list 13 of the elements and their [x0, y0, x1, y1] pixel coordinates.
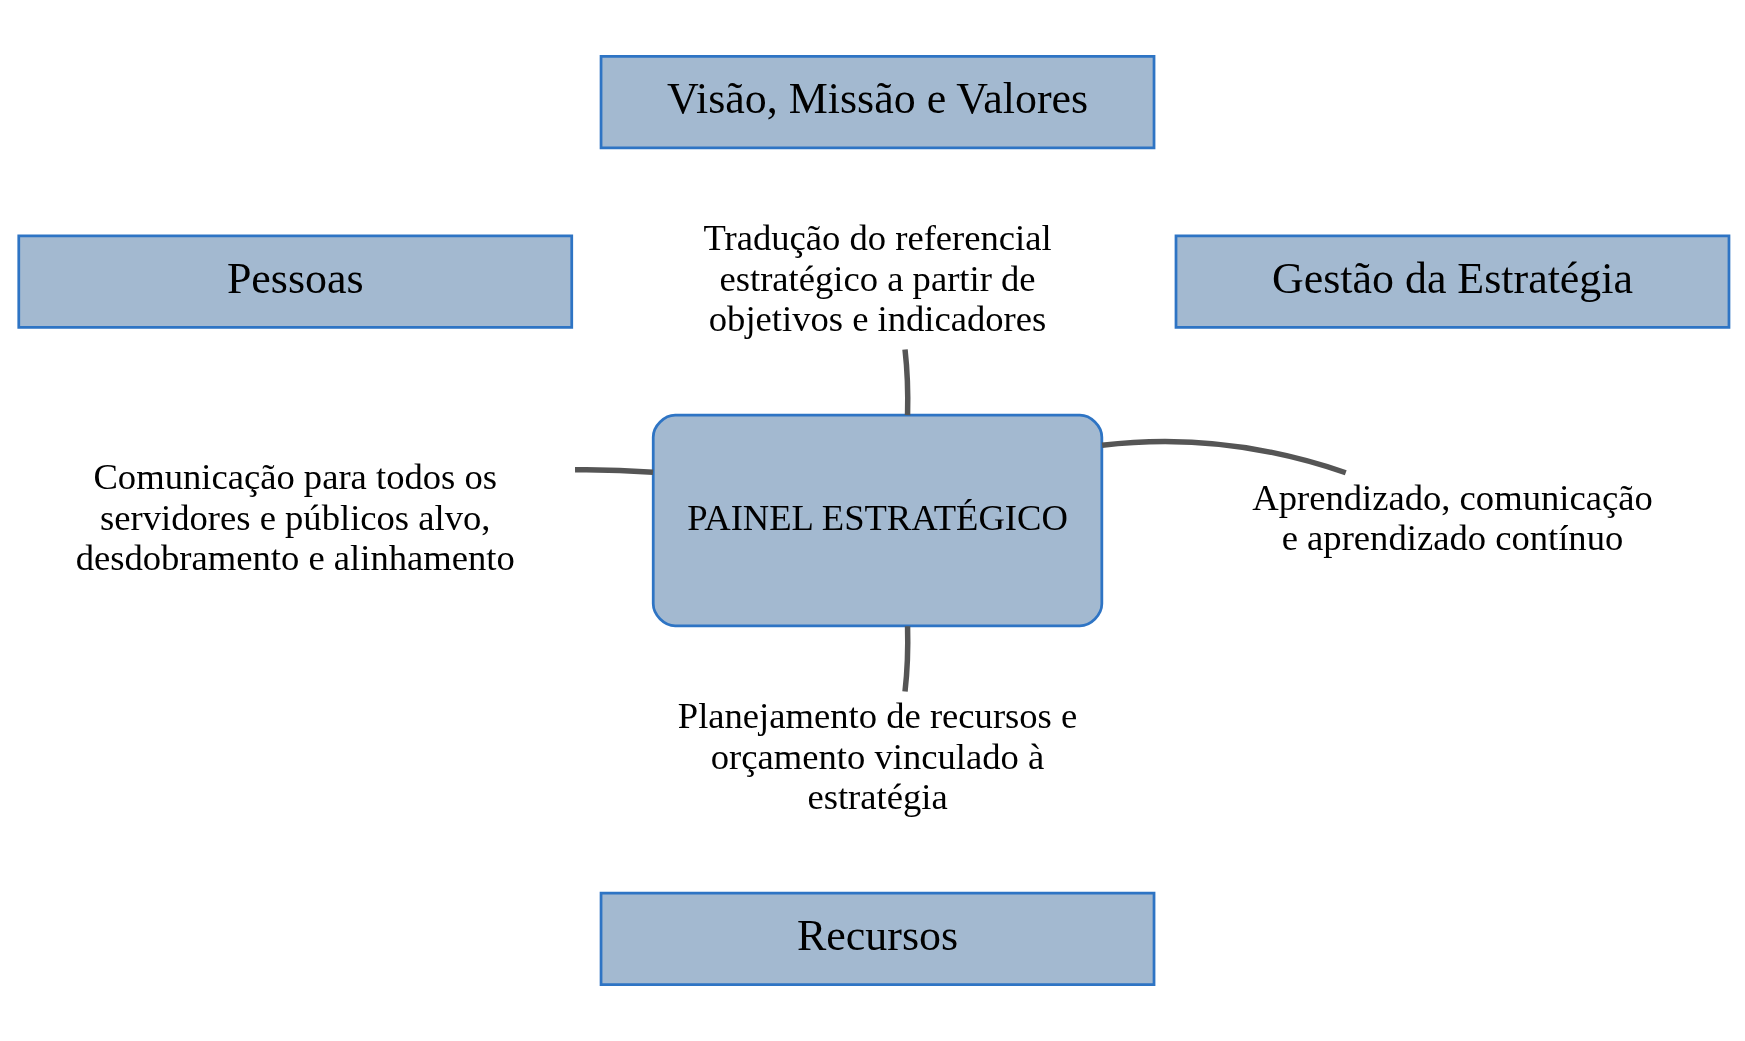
node-box: Recursos	[599, 891, 1156, 987]
node-text: Planejamento de recursos e orçamento vinculado à estratégia	[677, 695, 1078, 817]
connector	[902, 349, 911, 416]
node-text: Tradução do referencial estratégico a partir de objetivos e indicadores	[703, 217, 1052, 339]
node-text: Comunicação para todos os servidores e públicos alvo, desdobramento e alinhamento	[75, 456, 515, 578]
connector	[1101, 438, 1347, 476]
node-box: Gestão da Estratégia	[1174, 234, 1731, 329]
node-box: Pessoas	[17, 234, 574, 329]
node-box: Visão, Missão e Valores	[599, 54, 1156, 150]
node-text: Aprendizado, comunicação e aprendizado contínuo	[1252, 476, 1653, 558]
connector	[902, 626, 911, 692]
node-box: PAINEL ESTRATÉGICO	[651, 413, 1104, 628]
connector	[575, 466, 654, 476]
